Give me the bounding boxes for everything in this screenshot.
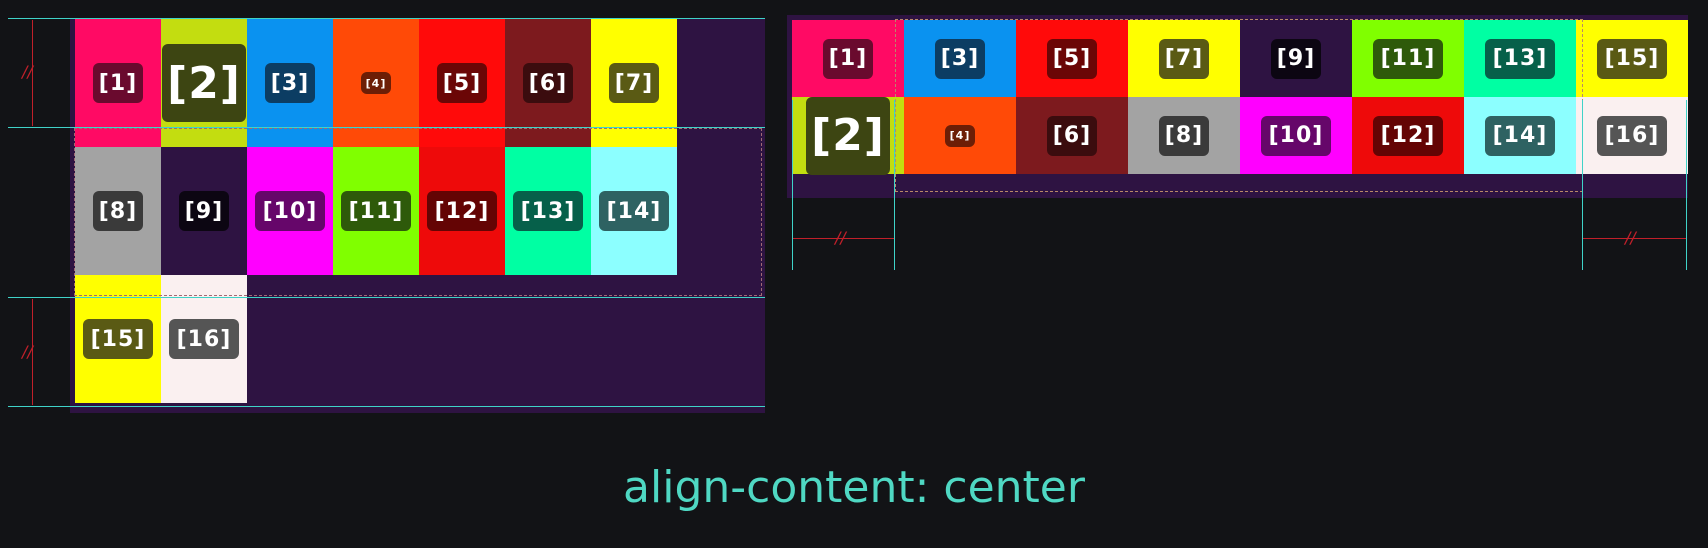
spacing-marker-top — [32, 20, 33, 126]
grid-item: [9] — [161, 147, 247, 275]
guide-line-right-inner — [1582, 100, 1583, 270]
grid-item-label: [14] — [599, 191, 669, 231]
grid-item: [15] — [1576, 20, 1688, 97]
grid-item: [11] — [1352, 20, 1464, 97]
guide-line-left — [792, 100, 793, 270]
grid-item-label: [1] — [823, 38, 873, 79]
grid-item: [3] — [904, 20, 1016, 97]
grid-item: [13] — [505, 147, 591, 275]
guide-line-top — [8, 18, 765, 19]
grid-item: [10] — [247, 147, 333, 275]
grid-item-label: [13] — [513, 191, 583, 231]
grid-item-label: [15] — [83, 319, 153, 359]
grid-item-label: [7] — [609, 63, 659, 103]
equal-mark-top: // — [22, 62, 33, 81]
grid-item: [2] — [792, 96, 904, 175]
grid-item: [13] — [1464, 20, 1576, 97]
spacing-marker-bottom — [32, 299, 33, 405]
grid-item-label: [6] — [1047, 115, 1097, 156]
grid-item-label: [16] — [169, 319, 239, 359]
grid-item: [11] — [333, 147, 419, 275]
caption: align-content: center — [623, 462, 1085, 513]
equal-mark-bottom: // — [22, 342, 33, 361]
grid-item: [5] — [419, 19, 505, 147]
grid-item-label: [16] — [1597, 115, 1667, 156]
spacing-marker-left — [793, 238, 894, 239]
grid-item-label: [3] — [935, 38, 985, 79]
grid-item-label: [1] — [93, 63, 143, 103]
grid-item-label: [8] — [1159, 115, 1209, 156]
grid-item-label: [4] — [945, 124, 975, 147]
grid-item-label: [7] — [1159, 38, 1209, 79]
grid-item-label: [13] — [1485, 38, 1555, 79]
grid-item: [1] — [792, 20, 904, 97]
grid-item: [5] — [1016, 20, 1128, 97]
grid-item-label: [2] — [162, 44, 246, 122]
grid-item-label: [9] — [1271, 38, 1321, 79]
grid-item-label: [12] — [427, 191, 497, 231]
grid-item: [3] — [247, 19, 333, 147]
grid-item: [8] — [75, 147, 161, 275]
left-grid-track-outline — [74, 128, 762, 296]
guide-line-row1 — [8, 127, 765, 128]
grid-item-label: [3] — [265, 63, 315, 103]
grid-item-label: [15] — [1597, 38, 1667, 79]
grid-item: [1] — [75, 19, 161, 147]
guide-line-left-inner — [894, 100, 895, 270]
grid-item-label: [11] — [1373, 38, 1443, 79]
grid-item-label: [10] — [255, 191, 325, 231]
guide-line-bottom — [8, 406, 765, 407]
grid-item-label: [11] — [341, 191, 411, 231]
grid-item: [4] — [904, 97, 1016, 174]
equal-mark-right: // — [1625, 228, 1636, 247]
grid-item: [10] — [1240, 97, 1352, 174]
grid-item-label: [2] — [806, 96, 890, 175]
grid-item: [9] — [1240, 20, 1352, 97]
guide-line-row2 — [8, 297, 765, 298]
grid-item: [4] — [333, 19, 419, 147]
grid-item: [12] — [1352, 97, 1464, 174]
grid-item: [14] — [1464, 97, 1576, 174]
grid-item: [2] — [161, 19, 247, 147]
grid-item-label: [6] — [523, 63, 573, 103]
grid-item-label: [5] — [437, 63, 487, 103]
grid-item: [6] — [1016, 97, 1128, 174]
grid-item: [8] — [1128, 97, 1240, 174]
grid-item-label: [10] — [1261, 115, 1331, 156]
equal-mark-left: // — [835, 228, 846, 247]
grid-item: [14] — [591, 147, 677, 275]
grid-item: [16] — [161, 275, 247, 403]
grid-item-label: [4] — [361, 72, 391, 94]
guide-line-right — [1686, 100, 1687, 270]
grid-item-label: [12] — [1373, 115, 1443, 156]
grid-item: [7] — [591, 19, 677, 147]
grid-item-label: [9] — [179, 191, 229, 231]
grid-item-label: [8] — [93, 191, 143, 231]
right-grid-track-outline — [895, 19, 1583, 192]
grid-item: [12] — [419, 147, 505, 275]
grid-item: [15] — [75, 275, 161, 403]
grid-item-label: [14] — [1485, 115, 1555, 156]
grid-item: [7] — [1128, 20, 1240, 97]
grid-item: [16] — [1576, 97, 1688, 174]
grid-item: [6] — [505, 19, 591, 147]
grid-item-label: [5] — [1047, 38, 1097, 79]
spacing-marker-right — [1583, 238, 1686, 239]
